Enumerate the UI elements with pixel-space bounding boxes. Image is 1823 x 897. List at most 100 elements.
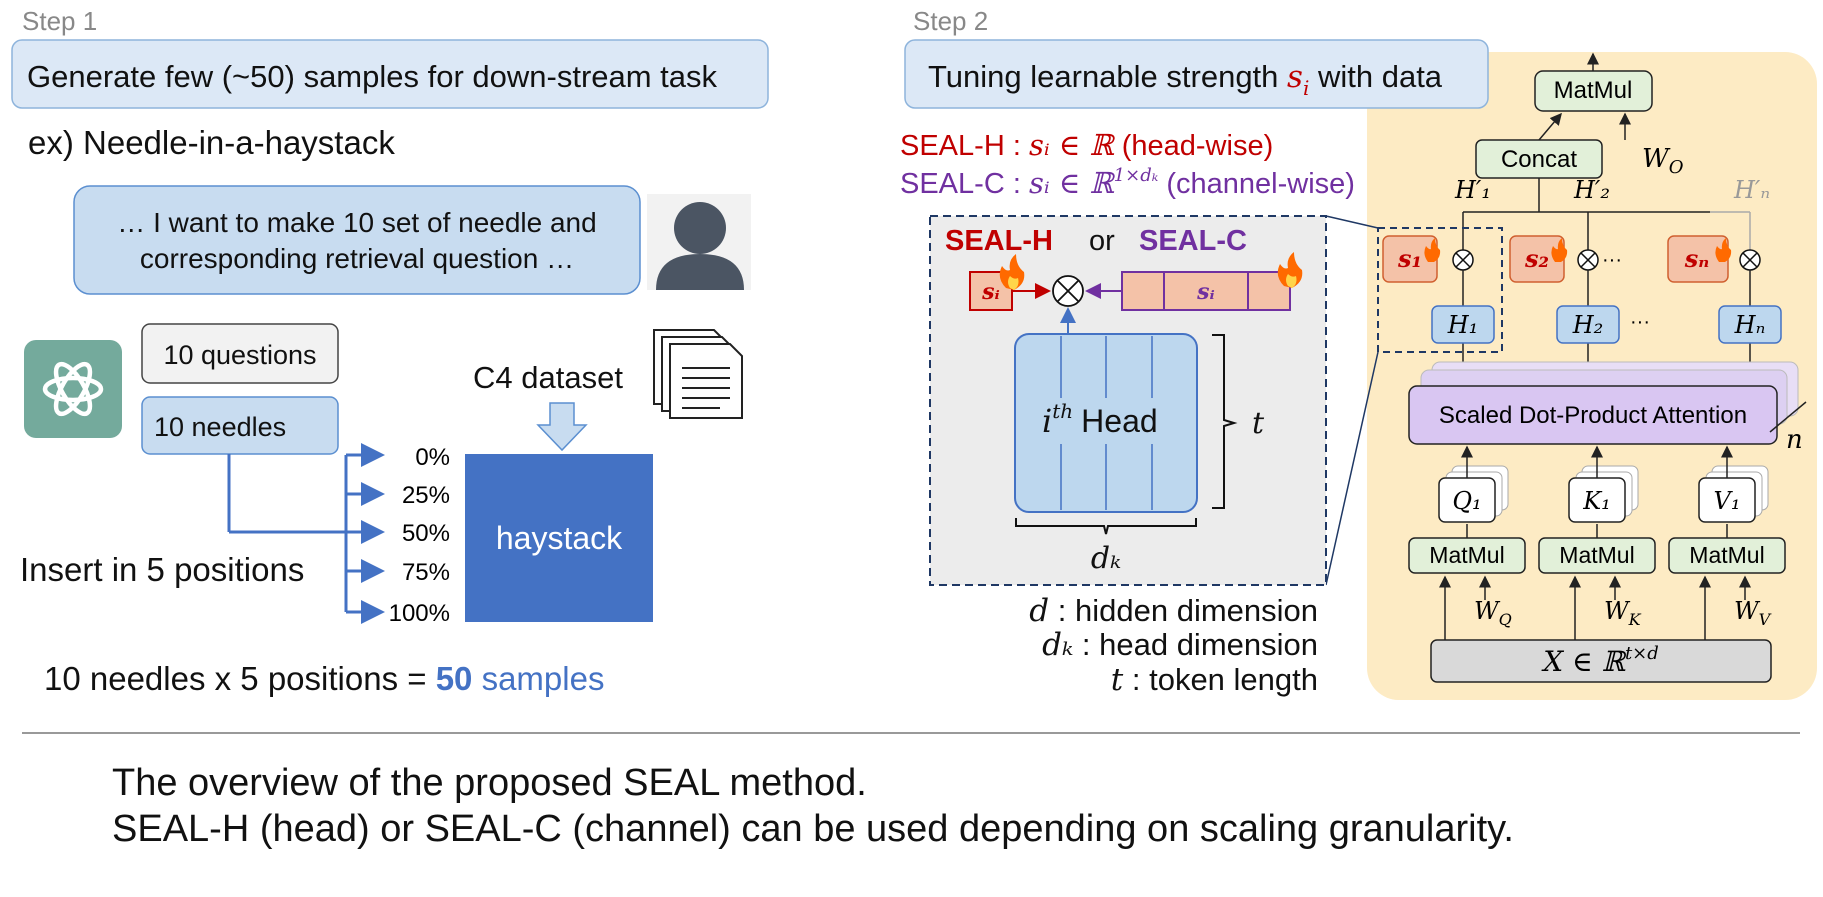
arch-head-selection [1377,227,1503,353]
arch-scale-1-label: s₁ [1397,244,1422,273]
arch-concat-arrow [1538,112,1562,141]
arch-h-prime-2: H′₂ [1573,176,1610,204]
arch-weight-q: WQ [1474,597,1512,629]
legend-d-text: : hidden dimension [1049,593,1318,628]
arch-ellipsis-scales: ··· [1602,249,1622,271]
detail-multiply-icon [1052,275,1084,307]
zoom-lines [1325,215,1379,586]
position-75: 75% [402,559,450,586]
seal-c-def-prefix: SEAL-C : [900,168,1029,200]
detail-seal-h: SEAL-H [945,225,1053,257]
detail-or: or [1089,225,1115,257]
documents-icon [653,329,743,419]
seal-h-def-prefix: SEAL-H : [900,130,1029,162]
arch-matmul-top-label: MatMul [1554,77,1633,104]
detail-seal-c: SEAL-C [1139,225,1247,257]
caption-line-2: SEAL-H (head) or SEAL-C (channel) can be… [112,808,1514,850]
arch-weight-v-main: W [1734,597,1761,625]
step1-banner-text: Generate few (~50) samples for down-stre… [27,59,718,94]
fire-icon [1277,252,1303,288]
arch-matmul-v [1668,537,1786,574]
formula-prefix: 10 needles x 5 positions = [44,660,436,697]
step1-banner [11,39,769,109]
position-100: 100% [389,600,450,627]
arch-h-prime-1: H′₁ [1454,176,1491,204]
arch-multiply-icon [1452,249,1474,271]
insertion-connectors [227,443,385,624]
formula-count: 50 [436,660,473,697]
position-0: 0% [415,444,450,471]
step2-banner-text: Tuning learnable strength si with data [928,59,1443,100]
haystack-box [465,454,653,622]
legend-t: t : token length [1111,662,1318,698]
detail-seal-c-vector [1121,271,1291,311]
prompt-line-1: … I want to make 10 set of needle and [117,207,596,238]
user-icon [647,194,751,290]
arch-input-main: X ∈ ℝ [1541,645,1626,678]
arch-k [1568,477,1626,523]
seal-h-definition: SEAL-H : sᵢ ∈ ℝ (head-wise) [900,128,1273,162]
questions-label: 10 questions [163,340,316,370]
arch-input-arrows [1439,575,1751,640]
step1-label: Step 1 [22,6,97,36]
arch-input-label: X ∈ ℝt×d [1541,643,1659,678]
fire-icon [1551,238,1568,262]
chatgpt-logo-icon [24,340,122,438]
legend-dk-text: : head dimension [1073,627,1318,662]
seal-h-def-suffix: (head-wise) [1114,130,1274,162]
arch-weight-k-main: W [1604,597,1631,625]
dk-brace [1015,518,1197,535]
formula: 10 needles x 5 positions = 50 samples [44,660,604,697]
legend-dk: dₖ : head dimension [1042,627,1318,663]
arch-concat-label: Concat [1501,146,1577,173]
caption-line-1: The overview of the proposed SEAL method… [112,762,867,804]
seal-c-def-sup: 1×dₖ [1114,165,1159,186]
detail-seal-c-scale-label: sᵢ [1196,279,1215,305]
step2-banner-suffix: with data [1309,59,1442,94]
dataset-down-arrow [536,402,588,452]
arch-matmul-k [1538,537,1656,574]
arch-v-label: V₁ [1714,487,1741,515]
arch-head-2 [1556,305,1620,344]
head-label-backdrop [1040,398,1172,444]
haystack-label: haystack [496,520,623,556]
arch-matmul-q-label: MatMul [1429,542,1504,568]
arch-head-2-label: H₂ [1572,311,1604,339]
questions-box [141,323,339,384]
head-label-word: Head [1081,403,1158,439]
arch-attention [1408,385,1778,445]
arch-head-1-label: H₁ [1447,311,1479,339]
position-50: 50% [402,520,450,547]
dk-label: dₖ [1091,541,1121,576]
arch-head-n [1718,305,1782,344]
legend-dk-sym: dₖ [1042,627,1073,663]
formula-suffix: samples [472,660,604,697]
arch-v [1698,477,1756,523]
arch-weight-k-sub: K [1628,610,1642,629]
legend-t-sym: t [1111,662,1124,698]
fire-icon [999,254,1025,290]
arch-qkv-arrows [1461,445,1733,538]
dataset-label: C4 dataset [473,360,623,395]
figure-caption: The overview of the proposed SEAL method… [112,760,1514,852]
arch-h-prime-n: H′ₙ [1733,176,1770,204]
arch-weight-v-sub: V [1759,610,1772,629]
step2-banner-prefix: Tuning learnable strength [928,59,1287,94]
arch-scale-2-label: s₂ [1524,244,1549,273]
fire-icon [1424,238,1441,262]
arch-q [1438,477,1496,523]
detail-seal-h-scale-label: sᵢ [981,279,1000,305]
arch-n-label: n [1786,425,1803,455]
arch-multiply-icon [1739,249,1761,271]
prompt-box [73,185,641,295]
legend-d: d : hidden dimension [1029,593,1318,629]
arch-input-sup: t×d [1625,643,1659,664]
prompt-line-2: corresponding retrieval question … [140,243,574,274]
example-title: ex) Needle-in-a-haystack [28,124,395,161]
legend-d-sym: d [1029,593,1049,629]
arch-matmul-k-label: MatMul [1559,542,1634,568]
arch-weight-q-sub: Q [1499,610,1512,629]
arch-head-bus [1462,178,1710,250]
insert-text: Insert in 5 positions [20,551,304,588]
